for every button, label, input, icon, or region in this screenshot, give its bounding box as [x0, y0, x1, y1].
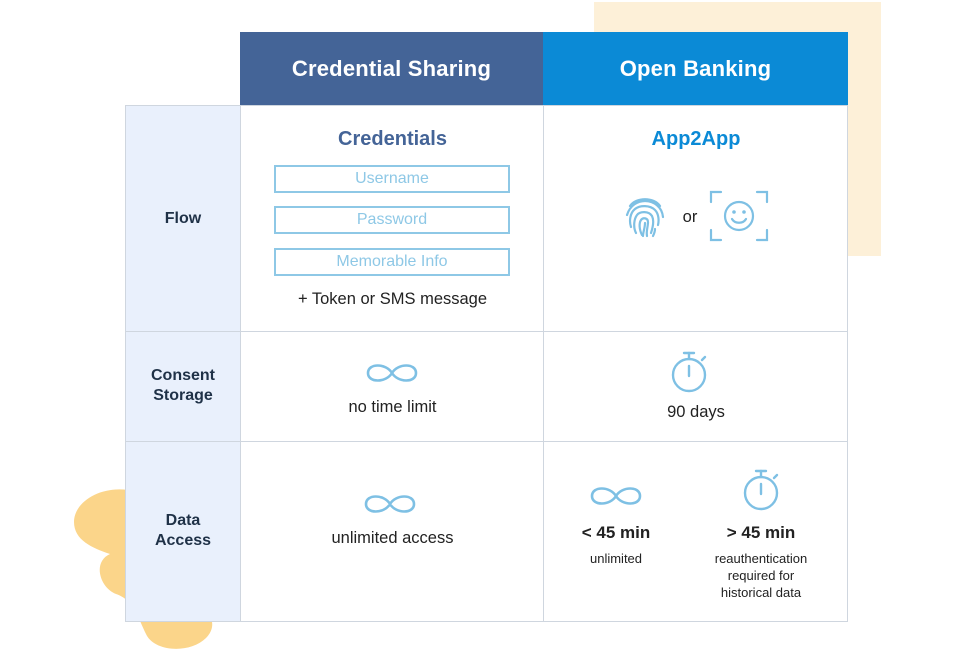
token-sms-text: + Token or SMS message: [297, 290, 488, 308]
grid-divider: [126, 441, 847, 442]
cell-openbanking-data-access: < 45 min unlimited > 45 min reauthentica…: [544, 442, 847, 621]
row-label-consent-text-2: Storage: [153, 387, 213, 404]
header-credential-sharing-label: Credential Sharing: [291, 55, 492, 81]
cell-credential-flow: Credentials Username Password Memorable …: [241, 106, 543, 331]
short-session-desc: unlimited: [589, 551, 643, 566]
long-session-desc-line-2: required for: [727, 568, 795, 583]
grid-divider: [126, 331, 847, 332]
row-label-data-access: Data Access: [126, 441, 240, 621]
grid-divider: [543, 106, 544, 621]
fingerprint-icon: [625, 198, 665, 238]
row-label-flow-text: Flow: [164, 209, 202, 227]
app2app-title: App2App: [651, 128, 741, 150]
header-credential-sharing: Credential Sharing: [240, 32, 543, 105]
long-session-desc: reauthentication required for historical…: [691, 550, 831, 601]
header-open-banking: Open Banking: [543, 32, 848, 105]
long-session-label: > 45 min: [726, 523, 796, 542]
comparison-table: Flow Consent Storage Data Access Credent…: [125, 105, 848, 622]
grid-divider: [240, 106, 241, 621]
infinity-icon: [366, 364, 418, 382]
row-label-data-access-text-2: Access: [154, 532, 212, 549]
infinity-icon: [590, 487, 642, 505]
cell-openbanking-flow: App2App or: [544, 106, 847, 331]
header-open-banking-label: Open Banking: [619, 55, 772, 81]
no-time-limit-text: no time limit: [348, 398, 437, 416]
cell-credential-consent: no time limit: [241, 332, 543, 441]
row-label-data-access-text-1: Data: [165, 512, 201, 529]
username-field: Username: [274, 165, 510, 193]
row-label-consent-text-1: Consent: [151, 367, 215, 384]
unlimited-access-text: unlimited access: [331, 529, 454, 547]
credentials-title: Credentials: [338, 128, 447, 150]
stopwatch-icon: [743, 469, 779, 511]
face-id-icon: [709, 190, 769, 242]
password-field: Password: [274, 206, 510, 234]
long-session-desc-line-1: reauthentication: [714, 551, 808, 566]
infinity-icon: [364, 495, 416, 513]
short-session-label: < 45 min: [581, 523, 651, 542]
cell-credential-data-access: unlimited access: [241, 442, 543, 621]
memorable-info-field: Memorable Info: [274, 248, 510, 276]
row-label-consent-storage: Consent Storage: [126, 331, 240, 441]
row-label-flow: Flow: [126, 106, 240, 331]
cell-openbanking-consent: 90 days: [544, 332, 847, 441]
stopwatch-icon: [671, 351, 707, 393]
or-text: or: [682, 208, 698, 226]
long-session-desc-line-3: historical data: [720, 585, 802, 600]
ninety-days-text: 90 days: [667, 403, 725, 421]
